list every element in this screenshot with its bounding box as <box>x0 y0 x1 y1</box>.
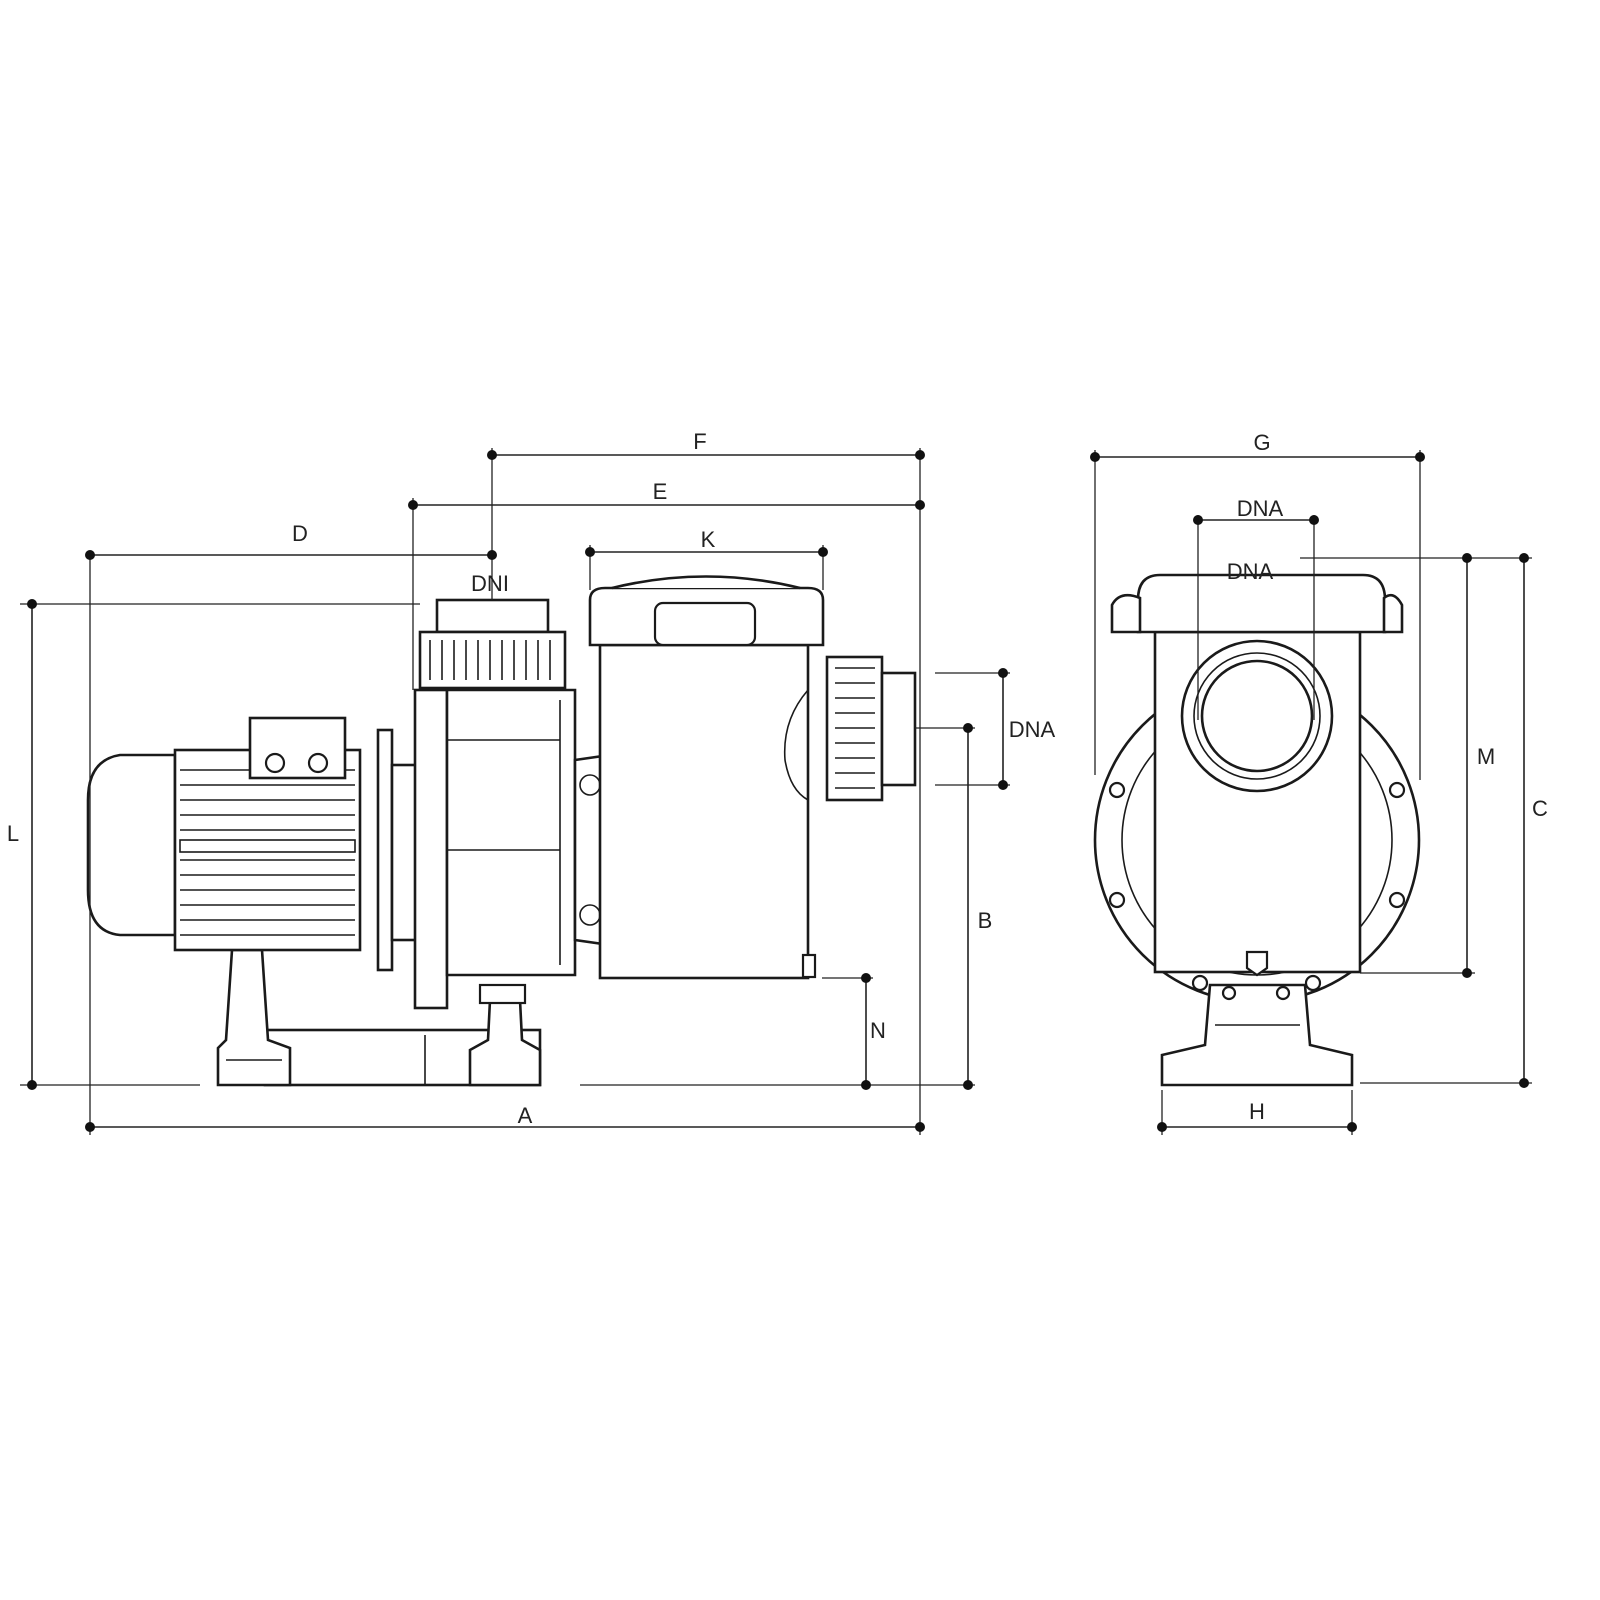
dim-label-a: A <box>518 1103 533 1128</box>
dimension-lines <box>20 448 1532 1135</box>
dim-label-k: K <box>701 527 716 552</box>
dim-label-g: G <box>1253 430 1270 455</box>
dim-label-dni: DNI <box>471 571 509 596</box>
dim-label-c: C <box>1532 796 1548 821</box>
dim-label-dna-side: DNA <box>1009 717 1056 742</box>
dim-label-l: L <box>7 821 19 846</box>
terminal-screw-icon <box>307 752 329 774</box>
dimension-labels: F E D K DNI DNA L B N A G DNA DNA M C H <box>7 429 1548 1128</box>
dim-label-n: N <box>870 1018 886 1043</box>
dim-label-d: D <box>292 521 308 546</box>
dim-label-f: F <box>693 429 706 454</box>
terminal-screw-icon <box>264 752 286 774</box>
dim-label-dna-lid: DNA <box>1227 559 1274 584</box>
dim-label-h: H <box>1249 1099 1265 1124</box>
dim-label-b: B <box>978 908 993 933</box>
front-view-pump <box>1093 573 1421 1087</box>
dim-label-e: E <box>653 479 668 504</box>
side-view-pump <box>86 575 917 1087</box>
dim-label-dna-top: DNA <box>1237 496 1284 521</box>
dim-label-m: M <box>1477 744 1495 769</box>
